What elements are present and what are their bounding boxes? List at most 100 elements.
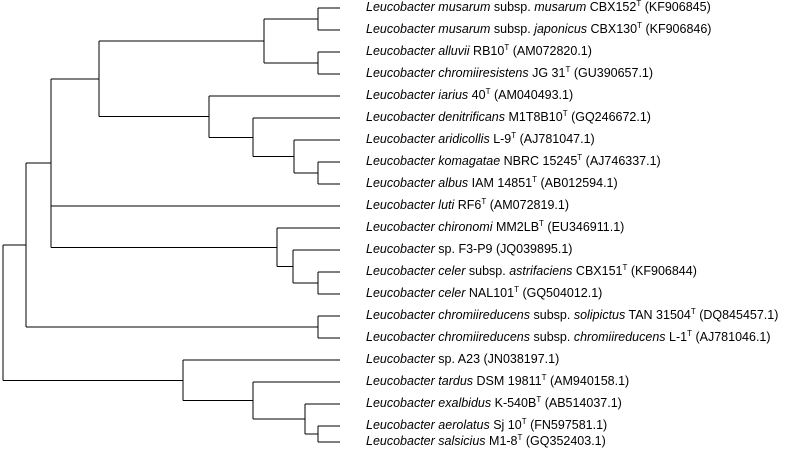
taxon-label: Leucobacter chromiireducens subsp. chrom… (366, 330, 771, 345)
genus-name: Leucobacter (366, 242, 435, 256)
taxon-label: Leucobacter iarius 40T (AM040493.1) (366, 88, 573, 103)
species-epithet: celer (438, 286, 466, 300)
subspecies-abbrev: subsp. (493, 22, 531, 36)
type-strain-mark: T (622, 263, 628, 273)
accession-number: (AM072819.1) (489, 198, 569, 212)
genus-name: Leucobacter (366, 66, 435, 80)
type-strain-mark: T (541, 373, 547, 383)
subspecies-abbrev: subsp. (493, 0, 531, 14)
accession-number: (AM040493.1) (493, 88, 574, 102)
species-epithet: iarius (438, 88, 469, 102)
strain-designation: NBRC 15245 (503, 154, 578, 168)
type-strain-mark: T (565, 65, 571, 75)
subspecies-abbrev: subsp. (533, 330, 571, 344)
taxon-label: Leucobacter chromiiresistens JG 31T (GU3… (366, 66, 653, 81)
accession-number: (AJ746337.1) (585, 154, 661, 168)
genus-name: Leucobacter (366, 434, 435, 448)
genus-name: Leucobacter (366, 110, 435, 124)
species-epithet: musarum (438, 0, 491, 14)
genus-name: Leucobacter (366, 22, 435, 36)
type-strain-mark: T (517, 433, 523, 443)
type-strain-mark: T (485, 87, 491, 97)
subspecies-epithet: chromiireducens (573, 330, 666, 344)
taxon-label: Leucobacter alluvii RB10T (AM072820.1) (366, 44, 592, 59)
type-strain-mark: T (511, 131, 517, 141)
strain-designation: CBX152 (589, 0, 637, 14)
taxon-label: Leucobacter denitrificans M1T8B10T (GQ24… (366, 110, 651, 125)
taxon-label: Leucobacter chromiireducens subsp. solip… (366, 308, 778, 323)
strain-designation: CBX151 (575, 264, 623, 278)
species-epithet: sp. (438, 242, 455, 256)
genus-name: Leucobacter (366, 176, 435, 190)
species-epithet: chromiiresistens (438, 66, 529, 80)
taxon-label: Leucobacter celer NAL101T (GQ504012.1) (366, 286, 602, 301)
type-strain-mark: T (539, 219, 544, 229)
subspecies-epithet: solipictus (573, 308, 626, 322)
taxon-label: Leucobacter celer subsp. astrifaciens CB… (366, 264, 697, 279)
species-epithet: tardus (438, 374, 474, 388)
type-strain-mark: T (504, 43, 510, 53)
species-epithet: albus (438, 176, 469, 190)
strain-designation: MM2LB (495, 220, 540, 234)
strain-designation: NAL101 (468, 286, 515, 300)
type-strain-mark: T (521, 417, 527, 427)
accession-number: (KF906846) (645, 22, 712, 36)
type-strain-mark: T (536, 395, 542, 405)
taxon-label: Leucobacter aerolatus Sj 10T (FN597581.1… (366, 418, 607, 433)
species-epithet: aridicollis (438, 132, 490, 146)
species-epithet: chironomi (438, 220, 493, 234)
accession-number: (DQ845457.1) (699, 308, 779, 322)
genus-name: Leucobacter (366, 132, 435, 146)
strain-designation: M1-8 (489, 434, 518, 448)
subspecies-epithet: astrifaciens (509, 264, 573, 278)
accession-number: (AB514037.1) (544, 396, 622, 410)
accession-number: (GQ504012.1) (522, 286, 603, 300)
genus-name: Leucobacter (366, 374, 435, 388)
subspecies-abbrev: subsp. (468, 264, 506, 278)
genus-name: Leucobacter (366, 396, 435, 410)
taxon-label: Leucobacter musarum subsp. japonicus CBX… (366, 22, 711, 37)
genus-name: Leucobacter (366, 264, 435, 278)
accession-number: (AM940158.1) (550, 374, 630, 388)
taxon-label: Leucobacter chironomi MM2LBT (EU346911.1… (366, 220, 624, 235)
type-strain-mark: T (577, 153, 583, 163)
strain-designation: JG 31 (532, 66, 566, 80)
type-strain-mark: T (562, 109, 568, 119)
strain-designation: 40 (471, 88, 486, 102)
subspecies-epithet: japonicus (534, 22, 588, 36)
genus-name: Leucobacter (366, 418, 435, 432)
genus-name: Leucobacter (366, 308, 435, 322)
subspecies-epithet: musarum (534, 0, 587, 14)
accession-number: (JN038197.1) (483, 352, 560, 366)
accession-number: (FN597581.1) (530, 418, 608, 432)
accession-number: (GQ352403.1) (525, 434, 606, 448)
taxon-label: Leucobacter sp. A23 (JN038197.1) (366, 352, 559, 367)
taxon-label: Leucobacter salsicius M1-8T (GQ352403.1) (366, 434, 606, 449)
genus-name: Leucobacter (366, 352, 435, 366)
taxon-label: Leucobacter aridicollis L-9T (AJ781047.1… (366, 132, 595, 147)
accession-number: (EU346911.1) (547, 220, 625, 234)
type-strain-mark: T (532, 175, 538, 185)
genus-name: Leucobacter (366, 198, 435, 212)
type-strain-mark: T (636, 0, 642, 9)
species-epithet: musarum (438, 22, 491, 36)
type-strain-mark: T (637, 21, 642, 31)
genus-name: Leucobacter (366, 286, 435, 300)
genus-name: Leucobacter (366, 44, 435, 58)
species-epithet: celer (438, 264, 466, 278)
accession-number: (KF906845) (644, 0, 711, 14)
strain-designation: Sj 10 (493, 418, 522, 432)
accession-number: (GU390657.1) (573, 66, 654, 80)
strain-designation: M1T8B10 (508, 110, 563, 124)
species-epithet: aerolatus (438, 418, 490, 432)
species-epithet: sp. (438, 352, 455, 366)
strain-designation: CBX130 (590, 22, 638, 36)
strain-designation: F3-P9 (458, 242, 493, 256)
accession-number: (AJ781047.1) (519, 132, 595, 146)
type-strain-mark: T (690, 307, 696, 317)
taxon-label: Leucobacter komagatae NBRC 15245T (AJ746… (366, 154, 661, 169)
taxon-label: Leucobacter musarum subsp. musarum CBX15… (366, 0, 711, 15)
genus-name: Leucobacter (366, 88, 435, 102)
taxon-label: Leucobacter sp. F3-P9 (JQ039895.1) (366, 242, 572, 257)
type-strain-mark: T (687, 329, 692, 339)
